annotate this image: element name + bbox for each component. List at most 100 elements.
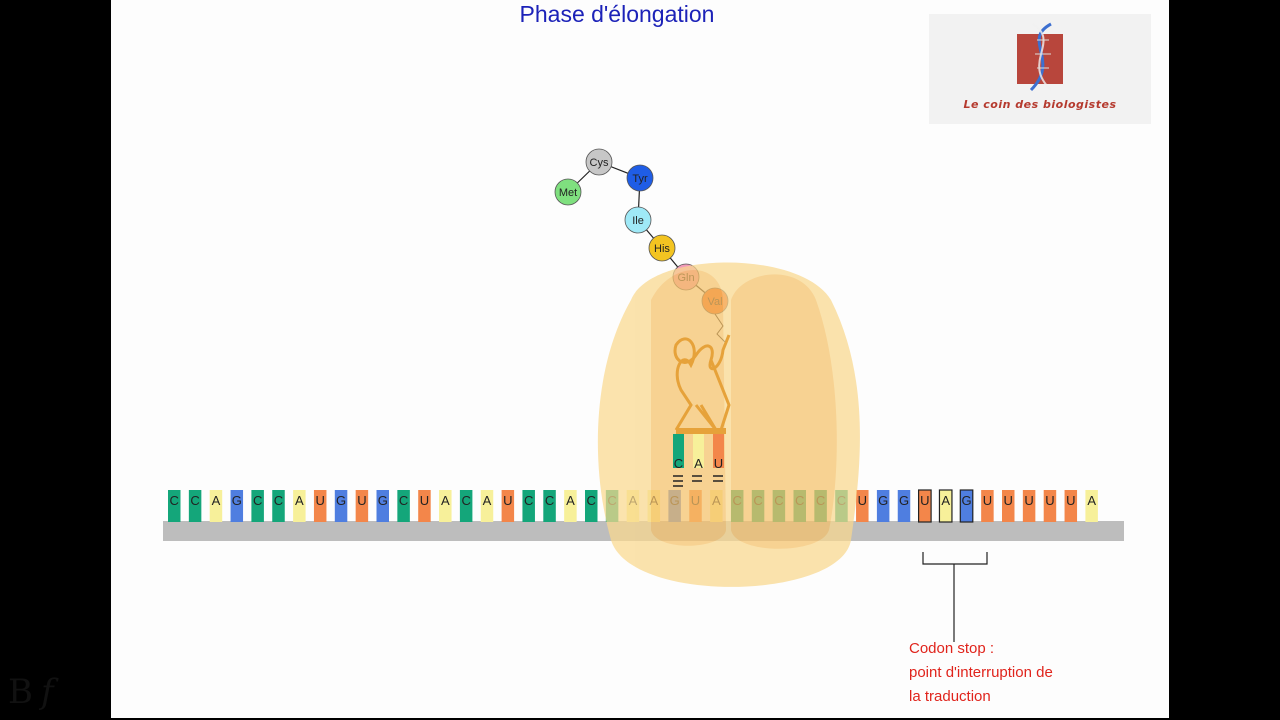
mrna-base	[1022, 490, 1036, 522]
mrna-base-label: U	[1024, 493, 1033, 508]
mrna-base	[1064, 490, 1078, 522]
mrna-base-label: A	[212, 493, 221, 508]
mrna-base	[856, 490, 869, 522]
amino-acid-label: Tyr	[632, 173, 648, 185]
mrna-base-label: U	[1066, 493, 1075, 508]
amino-acid	[626, 164, 654, 192]
mrna-base-label: C	[190, 493, 199, 508]
amino-acid	[554, 178, 582, 206]
mrna-base	[209, 490, 223, 522]
mrna-base	[480, 490, 494, 522]
mrna-base-label: G	[899, 493, 909, 508]
amino-acid-label: Ile	[632, 215, 644, 227]
dna-helix-icon	[1017, 22, 1063, 92]
mrna-base	[981, 490, 994, 522]
mrna-base-label: C	[274, 493, 283, 508]
amino-acid-label: Cys	[590, 157, 609, 169]
mrna-base	[251, 490, 264, 522]
anticodon-base	[713, 434, 724, 468]
amino-acid	[624, 206, 652, 234]
ribosome	[597, 262, 860, 587]
stop-codon-label: Codon stop : point d'interruption de la …	[909, 640, 1065, 718]
stop-codon-title: Codon stop :	[909, 640, 995, 657]
mrna-base-label: U	[357, 493, 366, 508]
mrna-base	[543, 490, 556, 522]
mrna-base-label: G	[878, 493, 888, 508]
mrna-base-label: A	[441, 493, 450, 508]
mrna-base	[959, 489, 974, 523]
mrna-base-label: U	[503, 493, 512, 508]
mrna-base	[876, 490, 890, 522]
mrna-base	[897, 490, 911, 522]
mrna-base-label: U	[1045, 493, 1054, 508]
mrna-base-label: C	[253, 493, 262, 508]
signature-b: B	[8, 672, 33, 712]
mrna-base-label: A	[941, 493, 950, 508]
anticodon-base-label: A	[694, 456, 703, 471]
mrna-base-label: U	[858, 493, 867, 508]
mrna-base	[168, 490, 181, 522]
mrna-base	[397, 490, 410, 522]
mrna-base	[564, 490, 577, 522]
mrna-base-label: A	[295, 493, 304, 508]
translation-diagram: CCAGCCAUGUGCUACAUCCACCAAGUACCCCCCUGGUAGU…	[163, 148, 1124, 642]
mrna-base-label: U	[1004, 493, 1013, 508]
anticodon-base	[693, 434, 704, 468]
mrna-base	[439, 490, 452, 522]
mrna-base-label: C	[461, 493, 470, 508]
logo-text: Le coin des biologistes	[963, 98, 1117, 111]
mrna-base-label: C	[524, 493, 533, 508]
ribosome-a-site	[731, 274, 837, 549]
animation-frame: Phase d'élongation Le coin des biologist…	[111, 0, 1169, 718]
mrna-base-label: U	[316, 493, 325, 508]
mrna-base	[355, 490, 369, 522]
mrna-base-label: C	[170, 493, 179, 508]
mrna-base	[1043, 490, 1057, 522]
mrna-base	[1085, 490, 1098, 522]
mrna-base-label: G	[961, 493, 971, 508]
mrna-base-label: U	[420, 493, 429, 508]
mrna-base	[938, 489, 953, 523]
mrna-base	[376, 490, 389, 522]
mrna-base	[313, 490, 327, 522]
mrna-base-label: A	[566, 493, 575, 508]
mrna-base	[272, 490, 285, 522]
mrna-base	[230, 490, 244, 522]
mrna-base	[1002, 490, 1015, 522]
trna-stem	[676, 428, 726, 434]
logo: Le coin des biologistes	[929, 14, 1151, 124]
amino-acid-label: Met	[559, 187, 577, 199]
mrna-base	[522, 490, 535, 522]
page-title: Phase d'élongation	[519, 1, 715, 27]
stop-codon-line2: point d'interruption de	[909, 664, 1053, 681]
anticodon-base-label: U	[714, 456, 723, 471]
mrna-base-label: G	[232, 493, 242, 508]
mrna-base-label: G	[336, 493, 346, 508]
mrna-base	[917, 489, 932, 523]
anticodon-base-label: C	[674, 456, 683, 471]
mrna-base-label: U	[920, 493, 929, 508]
mrna-base-label: C	[587, 493, 596, 508]
amino-acid	[648, 234, 676, 262]
amino-acid	[585, 148, 613, 176]
signature-f: f	[41, 672, 54, 712]
mrna-base	[501, 490, 515, 522]
mrna-base-label: A	[1087, 493, 1096, 508]
mrna-base	[188, 490, 202, 522]
mrna-base	[585, 490, 598, 522]
codon-anticodon-bonds	[673, 475, 723, 487]
mrna-base	[418, 490, 431, 522]
mrna-base-label: C	[545, 493, 554, 508]
stop-codon-bracket	[922, 552, 988, 642]
mrna-base	[459, 490, 473, 522]
amino-acid-label: His	[654, 243, 670, 255]
mrna-base	[293, 490, 306, 522]
mrna-base	[334, 490, 348, 522]
mrna-base-label: G	[378, 493, 388, 508]
mrna-base-label: A	[483, 493, 492, 508]
stop-codon-line3: la traduction	[909, 688, 991, 705]
mrna-base-label: U	[983, 493, 992, 508]
